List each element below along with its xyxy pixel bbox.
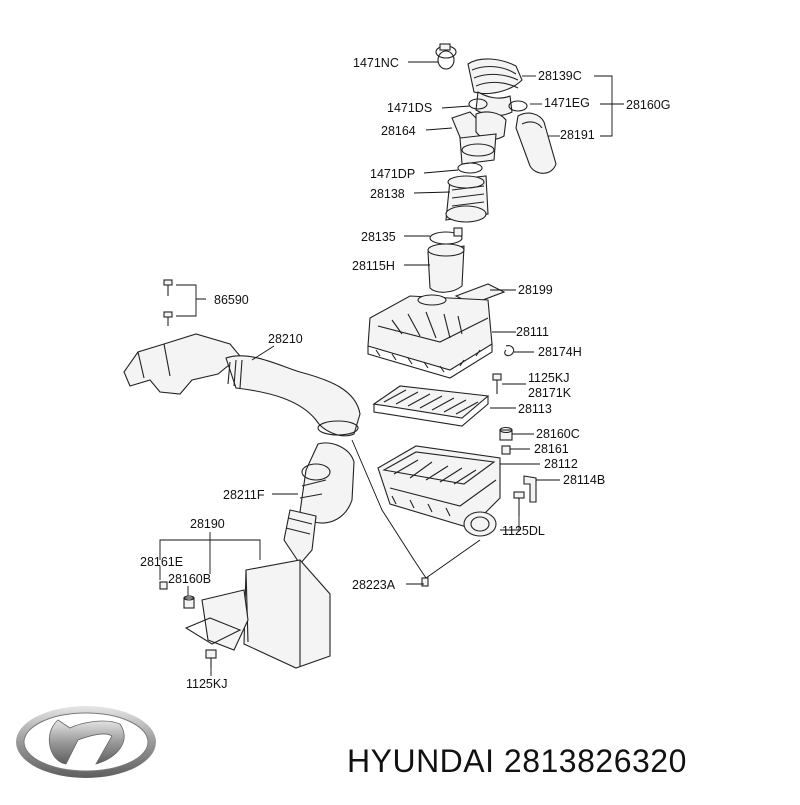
label-28171k: 28171K [528, 386, 572, 400]
label-28135: 28135 [361, 230, 396, 244]
mount-b [183, 595, 195, 609]
air-cleaner-body [377, 445, 501, 537]
label-28161: 28161 [534, 442, 569, 456]
mount-161 [501, 445, 511, 455]
label-28115h: 28115H [352, 259, 395, 273]
clamp-135 [429, 227, 463, 245]
air-flow-sensor [445, 175, 489, 223]
part-labels: 1471NC 28139C 28160G 1471DS 1471EG 28164… [140, 56, 670, 691]
label-1471nc: 1471NC [353, 56, 399, 70]
label-28111: 28111 [516, 325, 549, 339]
label-28160g: 28160G [626, 98, 670, 112]
bolt-dl [513, 491, 525, 516]
label-28114b: 28114B [563, 473, 605, 487]
hyundai-logo [16, 706, 156, 778]
top-hose [467, 58, 523, 117]
label-28138: 28138 [370, 187, 405, 201]
brand-caption: HYUNDAI 2813826320 [347, 743, 687, 779]
clip-h [504, 345, 515, 357]
label-1471dp: 1471DP [370, 167, 415, 181]
clamp-eg [508, 100, 528, 112]
label-28113: 28113 [518, 402, 552, 416]
label-28190: 28190 [190, 517, 225, 531]
label-28174h: 28174H [538, 345, 582, 359]
bolt-kj-bottom [205, 649, 217, 668]
small-resonator [515, 112, 557, 174]
label-1125kj: 1125KJ [528, 371, 569, 385]
label-28191: 28191 [560, 128, 595, 142]
label-28211f: 28211F [223, 488, 265, 502]
bolt-kj [492, 373, 502, 394]
clamp-a [421, 577, 429, 587]
sensor-tube [459, 133, 497, 165]
mount-c [499, 426, 513, 441]
leader-lines [159, 61, 624, 676]
label-28161e: 28161E [140, 555, 183, 569]
label-1471ds: 1471DS [387, 101, 432, 115]
label-28199: 28199 [518, 283, 553, 297]
clamp-ds [468, 98, 488, 110]
label-28139c: 28139C [538, 69, 582, 83]
label-28164: 28164 [381, 124, 416, 138]
label-28160b: 28160B [168, 572, 211, 586]
hose-f [299, 442, 355, 524]
label-28210: 28210 [268, 332, 303, 346]
label-28112: 28112 [544, 457, 578, 471]
duct-h [427, 243, 465, 293]
bolt-86590-top [163, 279, 173, 296]
main-duct [123, 333, 361, 437]
clamp-dp [457, 162, 483, 174]
sensor-bracket [451, 111, 507, 143]
label-1125kj-bottom: 1125KJ [186, 677, 227, 691]
mount-e [159, 581, 168, 590]
label-28223a: 28223A [352, 578, 396, 592]
label-1471eg: 1471EG [544, 96, 590, 110]
air-cleaner-cover [367, 294, 493, 379]
label-86590: 86590 [214, 293, 249, 307]
bracket-b [523, 475, 537, 503]
bolt-86590-bottom [163, 311, 173, 326]
resonator [184, 509, 331, 669]
top-clamp [435, 43, 457, 70]
label-1125dl: 1125DL [502, 524, 545, 538]
label-28160c: 28160C [536, 427, 580, 441]
air-filter [372, 385, 490, 427]
